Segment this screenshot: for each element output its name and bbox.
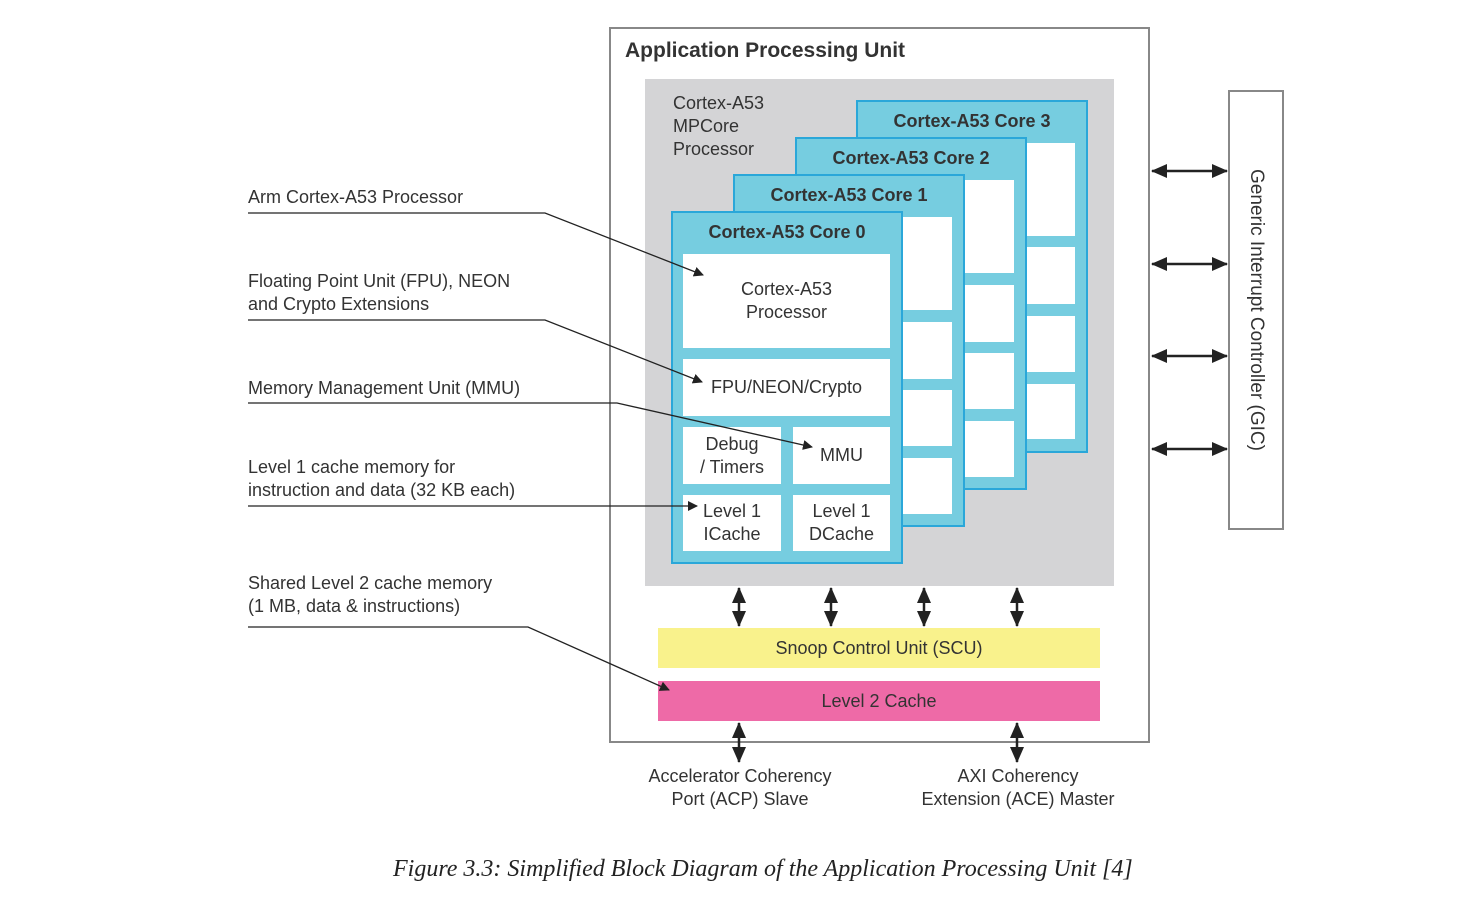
mmu-block: MMU [793,427,890,484]
acp-port-label: Accelerator Coherency Port (ACP) Slave [648,766,832,809]
callout-l1-cache: Level 1 cache memory for instruction and… [248,457,516,500]
apu-title: Application Processing Unit [625,39,906,62]
core-3-stub [1026,143,1075,236]
gic-box: Generic Interrupt Controller (GIC) [1228,90,1284,530]
leader-l2 [248,626,670,691]
callout-l2-cache: Shared Level 2 cache memory (1 MB, data … [248,573,493,616]
leader-mmu [248,402,813,450]
debug-timers-block: Debug / Timers [683,427,781,484]
ace-port-label: AXI Coherency Extension (ACE) Master [921,766,1115,809]
core-1-stub [903,458,952,514]
core-2-stub [965,285,1014,342]
fpu-neon-crypto-block: FPU/NEON/Crypto [683,359,890,416]
callout-mmu: Memory Management Unit (MMU) [248,378,521,398]
callout-processor: Arm Cortex-A53 Processor [248,187,464,207]
core-1-stub [903,322,952,379]
core-1-title: Cortex-A53 Core 1 [770,184,928,205]
core-3-stub [1026,316,1075,372]
l1-dcache-block: Level 1 DCache [793,495,890,551]
processor-block: Cortex-A53 Processor [683,254,890,348]
leader-processor [248,212,704,277]
core-1-stub [903,217,952,310]
core-3-title: Cortex-A53 Core 3 [893,110,1051,131]
leader-fpu [248,319,703,384]
core-2-stub [965,421,1014,477]
snoop-control-unit: Snoop Control Unit (SCU) [658,628,1100,668]
core-3-stub [1026,384,1075,439]
core-2-stub [965,180,1014,273]
core-2-title: Cortex-A53 Core 2 [832,147,990,168]
l2-label: Level 2 Cache [821,690,937,711]
mpcore-label: Cortex-A53 MPCore Processor [673,93,765,159]
figure-caption: Figure 3.3: Simplified Block Diagram of … [393,856,1133,882]
core-3-stub [1026,247,1075,304]
l1-icache-block: Level 1 ICache [683,495,781,551]
core-1-stub [903,390,952,446]
core-0-title: Cortex-A53 Core 0 [708,221,866,242]
callout-fpu: Floating Point Unit (FPU), NEON and Cryp… [248,271,511,314]
scu-label: Snoop Control Unit (SCU) [775,637,983,658]
core-2-stub [965,353,1014,409]
level-2-cache: Level 2 Cache [658,681,1100,721]
